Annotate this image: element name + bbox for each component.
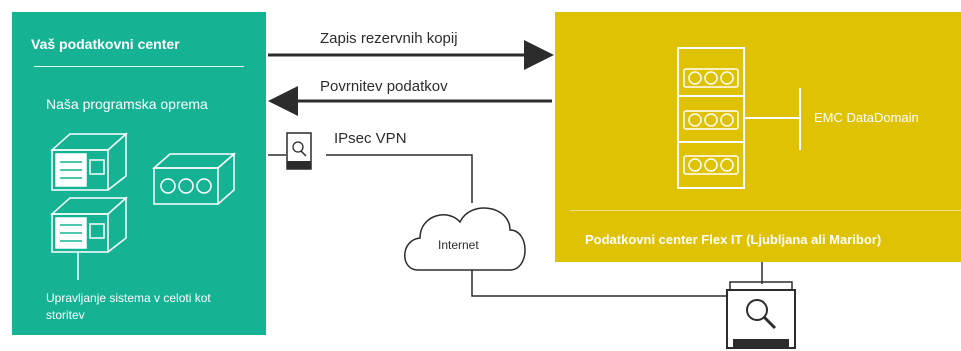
restore-arrow-label: Povrnitev podatkov — [320, 78, 448, 95]
customer-datacenter-panel — [12, 12, 266, 335]
internet-cloud-icon — [404, 207, 526, 271]
backup-arrow-label: Zapis rezervnih kopij — [320, 30, 458, 47]
customer-datacenter-title: Vaš podatkovni center — [31, 36, 180, 52]
software-label: Naša programska oprema — [46, 96, 208, 112]
storage-stack-icon — [677, 47, 801, 189]
server-box-2-icon — [50, 196, 128, 253]
vpn-device-icon — [286, 132, 312, 170]
managed-service-label: Upravljanje sistema v celoti kot storite… — [46, 291, 211, 322]
internet-label: Internet — [438, 238, 479, 252]
flexit-datacenter-panel — [555, 12, 961, 262]
flexit-datacenter-title: Podatkovni center Flex IT (Ljubljana ali… — [585, 232, 882, 247]
left-divider — [34, 66, 244, 67]
internet-to-firewall-line — [471, 268, 728, 297]
firewall-device-icon — [726, 281, 796, 349]
vpn-label: IPsec VPN — [334, 130, 407, 147]
vpn-to-internet-line — [326, 154, 473, 203]
storage-label: EMC DataDomain — [814, 110, 919, 125]
server-box-1-icon — [50, 132, 128, 191]
right-divider — [570, 210, 961, 211]
storage-box-icon — [152, 152, 236, 205]
